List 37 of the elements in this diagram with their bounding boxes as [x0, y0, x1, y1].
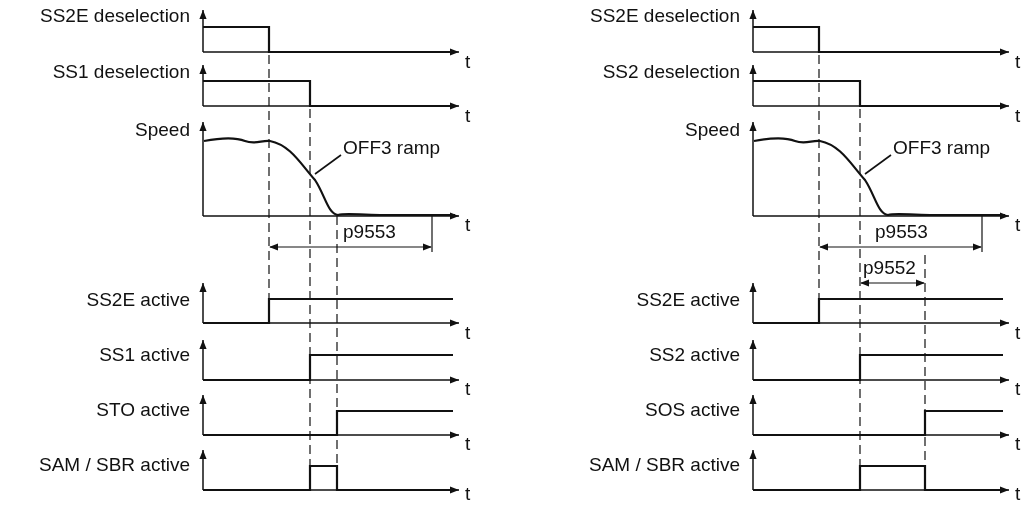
time-axis-label: t: [1015, 378, 1021, 400]
signal-name: SS2E active: [86, 289, 190, 311]
time-axis-label: t: [465, 483, 471, 505]
signal-name: SAM / SBR active: [39, 454, 190, 476]
signal-name: SS2 active: [649, 344, 740, 366]
parameter-label: p9553: [343, 221, 396, 243]
speed-curve: [203, 137, 455, 217]
signal-name: SS2 deselection: [602, 61, 740, 83]
signal-name: STO active: [96, 399, 190, 421]
signal-name: SS2E deselection: [40, 5, 190, 27]
time-axis-label: t: [1015, 214, 1021, 236]
time-axis-label: t: [465, 378, 471, 400]
time-axis-label: t: [1015, 483, 1021, 505]
time-axis-label: t: [1015, 51, 1021, 73]
speed-curve: [753, 137, 1005, 217]
time-axis-label: t: [1015, 433, 1021, 455]
time-axis-label: t: [465, 322, 471, 344]
leader-line: [314, 154, 342, 175]
annotation-text: OFF3 ramp: [893, 137, 991, 159]
parameter-label: p9553: [875, 221, 928, 243]
time-axis-label: t: [465, 433, 471, 455]
signal-name: Speed: [135, 119, 190, 141]
signal-name: SAM / SBR active: [589, 454, 740, 476]
time-axis-label: t: [465, 214, 471, 236]
signal-name: SS1 active: [99, 344, 190, 366]
signal-name: SS1 deselection: [52, 61, 190, 83]
time-axis-label: t: [465, 105, 471, 127]
signal-name: SS2E active: [636, 289, 740, 311]
leader-line: [864, 154, 892, 175]
annotation-text: OFF3 ramp: [343, 137, 441, 159]
signal-name: SS2E deselection: [590, 5, 740, 27]
time-axis-label: t: [1015, 105, 1021, 127]
signal-name: Speed: [685, 119, 740, 141]
time-axis-label: t: [1015, 322, 1021, 344]
signal-name: SOS active: [644, 399, 740, 421]
parameter-label: p9552: [863, 257, 916, 279]
time-axis-label: t: [465, 51, 471, 73]
